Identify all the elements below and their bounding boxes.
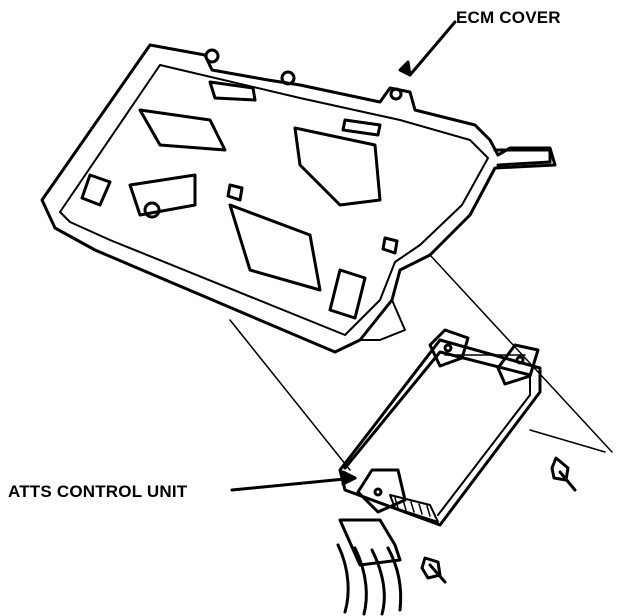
cutout-triangle-center (293, 126, 382, 207)
cutout-small-square-right (381, 236, 399, 255)
cutout-slot-right (328, 268, 367, 320)
ecm-cover (40, 43, 557, 354)
bolt-bottom (420, 556, 447, 584)
grommet-middle (280, 70, 296, 86)
lower-ledge (359, 299, 406, 341)
cutout-slot-left (80, 173, 112, 207)
cutout-slot-top (341, 118, 382, 137)
atts-control-unit-label: ATTS CONTROL UNIT (8, 482, 188, 501)
cutout-triangle-left (138, 108, 227, 152)
ecm-cover-leader (398, 20, 457, 77)
bracket-lower-hole (373, 487, 383, 497)
atts-unit-top-edge (343, 350, 532, 470)
atts-control-unit-leader (230, 470, 357, 492)
cutout-small-square (226, 183, 244, 202)
bolt-hole-top (389, 87, 403, 101)
grommet-left (204, 48, 220, 64)
bracket-right-hole (515, 355, 525, 365)
cutout-rect-bottom-left (128, 173, 197, 217)
bracket-lower (356, 468, 407, 514)
top-tab (208, 80, 257, 102)
bracket-right (496, 343, 540, 386)
bracket-upper (428, 328, 470, 368)
cutout-triangle-lower (228, 203, 322, 292)
atts-connector (389, 494, 439, 523)
ecm-cover-label: ECM COVER (456, 8, 561, 27)
assembly-guide-lines (229, 254, 613, 471)
bracket-upper-hole (443, 343, 453, 353)
grommet-lower-left (143, 201, 161, 219)
atts-unit-body (338, 338, 542, 527)
right-mount-tab (493, 148, 552, 167)
atts-unit-side-edge (437, 374, 531, 516)
wire-harness (336, 518, 403, 616)
ecm-cover-inner-rim (59, 64, 489, 336)
atts-control-unit (338, 328, 542, 527)
bolt-right (550, 456, 577, 492)
